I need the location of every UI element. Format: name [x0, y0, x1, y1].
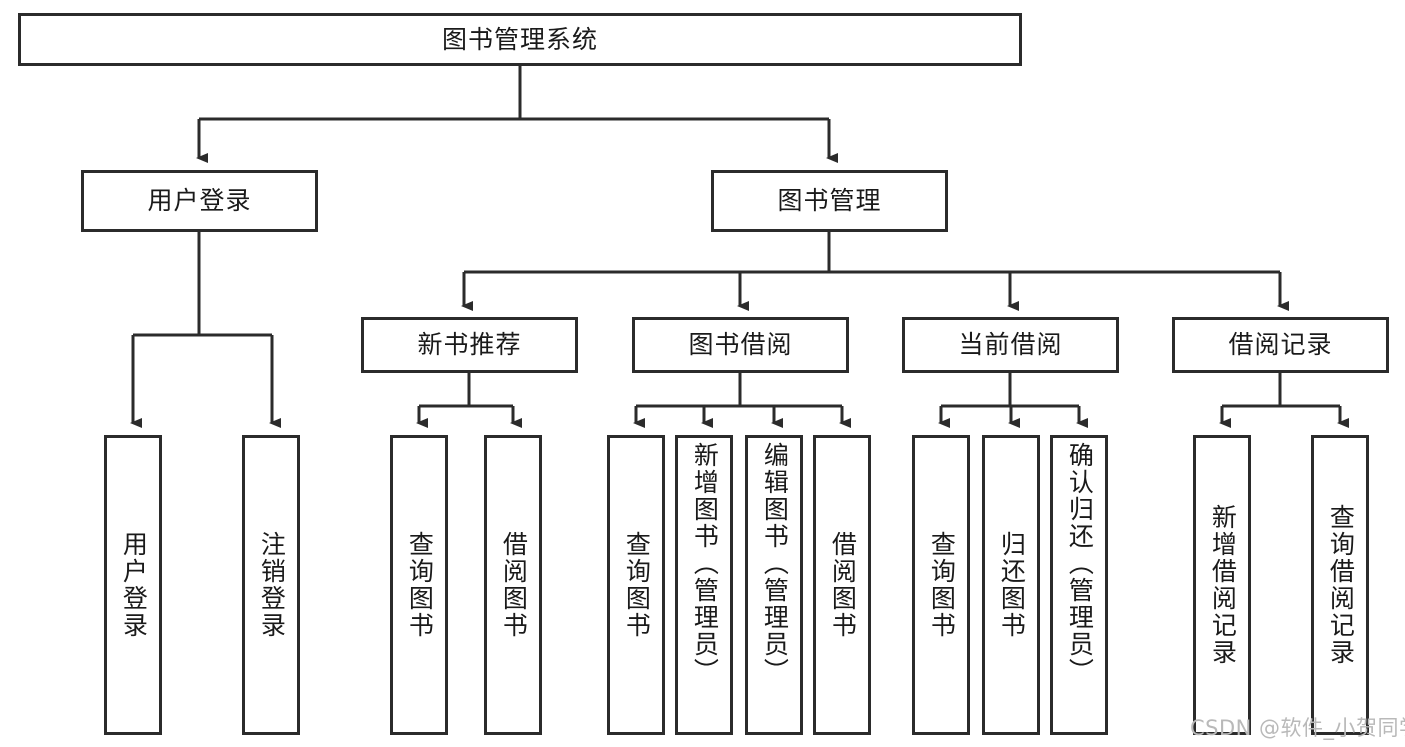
leaf-borrow-record-add[interactable]: 新增借阅记录 — [1193, 435, 1251, 735]
leaf-label-wrap: 新增借阅记录 — [1196, 438, 1248, 732]
leaf-user-login-logout-label: 注销登录 — [257, 531, 287, 639]
node-borrow-record[interactable]: 借阅记录 — [1172, 317, 1389, 373]
leaf-label-wrap: 借阅图书 — [487, 438, 539, 732]
node-book-manage-label: 图书管理 — [777, 186, 882, 216]
leaf-user-login-login[interactable]: 用户登录 — [104, 435, 162, 735]
watermark: CSDN @软件_小贺同学 — [1190, 716, 1405, 740]
leaf-label-wrap: 确认归还（管理员） — [1053, 438, 1105, 732]
leaf-book-borrow-borrow[interactable]: 借阅图书 — [813, 435, 871, 735]
leaf-label-wrap: 借阅图书 — [816, 438, 868, 732]
leaf-book-borrow-query-label: 查询图书 — [622, 531, 652, 639]
leaf-book-borrow-edit[interactable]: 编辑图书（管理员） — [745, 435, 803, 735]
leaf-new-book-borrow-label: 借阅图书 — [499, 531, 529, 639]
leaf-user-login-login-label: 用户登录 — [119, 531, 149, 639]
leaf-current-borrow-query[interactable]: 查询图书 — [912, 435, 970, 735]
leaf-label-wrap: 查询图书 — [610, 438, 662, 732]
node-root[interactable]: 图书管理系统 — [18, 13, 1022, 66]
leaf-book-borrow-borrow-label: 借阅图书 — [828, 531, 858, 639]
leaf-new-book-borrow[interactable]: 借阅图书 — [484, 435, 542, 735]
node-borrow-record-label: 借阅记录 — [1228, 330, 1333, 360]
node-book-borrow-label: 图书借阅 — [688, 330, 793, 360]
leaf-borrow-record-query[interactable]: 查询借阅记录 — [1311, 435, 1369, 735]
leaf-current-borrow-return-label: 归还图书 — [997, 531, 1027, 639]
leaf-book-borrow-edit-label: 编辑图书（管理员） — [760, 442, 790, 685]
node-new-book-recommend[interactable]: 新书推荐 — [361, 317, 578, 373]
leaf-new-book-query-label: 查询图书 — [405, 531, 435, 639]
leaf-borrow-record-add-label: 新增借阅记录 — [1208, 504, 1238, 666]
node-book-borrow[interactable]: 图书借阅 — [632, 317, 849, 373]
leaf-current-borrow-return[interactable]: 归还图书 — [982, 435, 1040, 735]
node-user-login[interactable]: 用户登录 — [81, 170, 318, 232]
leaf-new-book-query[interactable]: 查询图书 — [390, 435, 448, 735]
leaf-label-wrap: 用户登录 — [107, 438, 159, 732]
node-book-manage[interactable]: 图书管理 — [711, 170, 948, 232]
node-current-borrow[interactable]: 当前借阅 — [902, 317, 1119, 373]
leaf-label-wrap: 查询借阅记录 — [1314, 438, 1366, 732]
leaf-label-wrap: 新增图书（管理员） — [678, 438, 730, 732]
leaf-label-wrap: 查询图书 — [393, 438, 445, 732]
leaf-label-wrap: 编辑图书（管理员） — [748, 438, 800, 732]
leaf-label-wrap: 查询图书 — [915, 438, 967, 732]
leaf-book-borrow-query[interactable]: 查询图书 — [607, 435, 665, 735]
leaf-label-wrap: 注销登录 — [245, 438, 297, 732]
leaf-current-borrow-confirm[interactable]: 确认归还（管理员） — [1050, 435, 1108, 735]
node-new-book-recommend-label: 新书推荐 — [417, 330, 522, 360]
leaf-label-wrap: 归还图书 — [985, 438, 1037, 732]
leaf-current-borrow-query-label: 查询图书 — [927, 531, 957, 639]
node-current-borrow-label: 当前借阅 — [958, 330, 1063, 360]
leaf-current-borrow-confirm-label: 确认归还（管理员） — [1065, 442, 1095, 685]
leaf-book-borrow-add-label: 新增图书（管理员） — [690, 442, 720, 685]
leaf-borrow-record-query-label: 查询借阅记录 — [1326, 504, 1356, 666]
node-root-label: 图书管理系统 — [441, 24, 598, 54]
leaf-book-borrow-add[interactable]: 新增图书（管理员） — [675, 435, 733, 735]
node-user-login-label: 用户登录 — [147, 186, 252, 216]
leaf-user-login-logout[interactable]: 注销登录 — [242, 435, 300, 735]
